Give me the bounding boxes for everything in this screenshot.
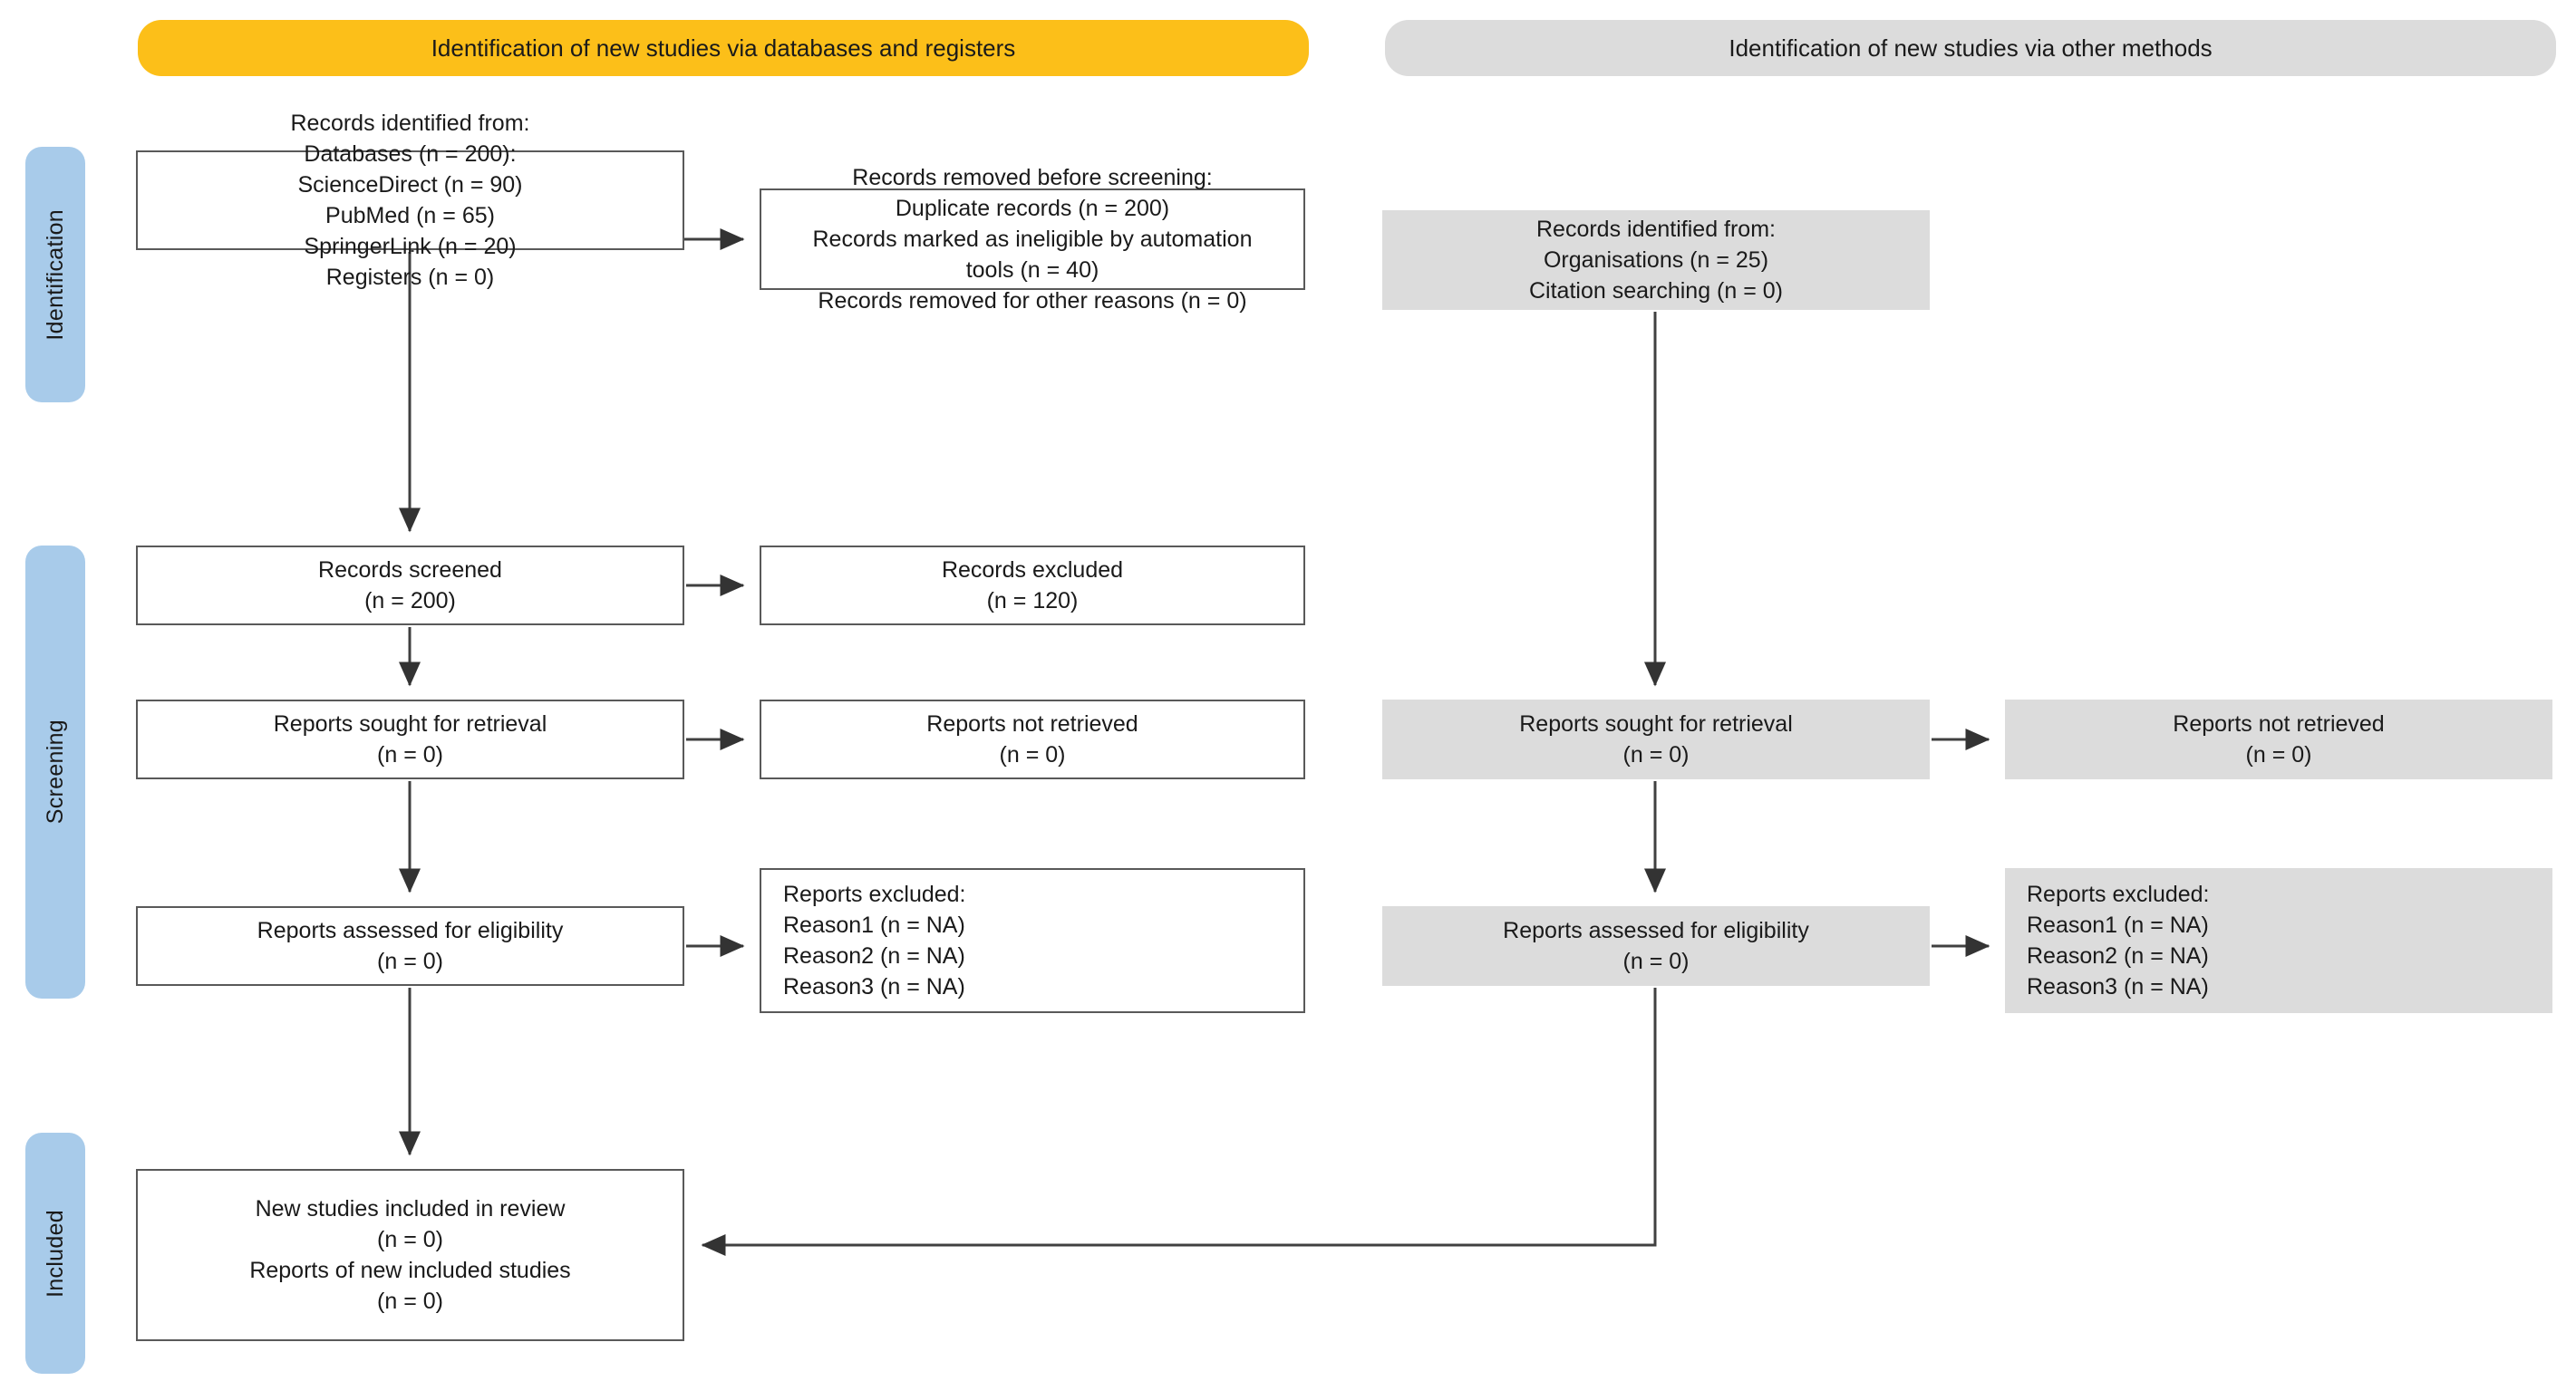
text-line: (n = 0) xyxy=(1622,742,1690,768)
text-line: PubMed (n = 65) xyxy=(325,203,495,228)
stage-label-screening: Screening xyxy=(42,719,68,825)
text-line: (n = 200) xyxy=(364,588,456,613)
text-line: (n = 0) xyxy=(377,742,443,768)
box-reports-excluded: Reports excluded: Reason1 (n = NA) Reaso… xyxy=(760,868,1305,1013)
text-line: ScienceDirect (n = 90) xyxy=(297,172,523,198)
text-line: Reports assessed for eligibility xyxy=(257,918,564,943)
box-reports-assessed-for-eligibility: Reports assessed for eligibility (n = 0) xyxy=(136,906,684,986)
banner-other-methods: Identification of new studies via other … xyxy=(1385,20,2556,76)
stage-label-included: Included xyxy=(42,1209,68,1298)
banner-databases-and-registers: Identification of new studies via databa… xyxy=(138,20,1309,76)
stage-pill-identification: Identification xyxy=(25,147,85,402)
box-records-identified-other-methods: Records identified from: Organisations (… xyxy=(1382,210,1930,310)
text-line: Records excluded xyxy=(941,557,1124,583)
text-line: tools (n = 40) xyxy=(965,257,1099,283)
text-line: Citation searching (n = 0) xyxy=(1528,278,1783,304)
text-line: Records removed before screening: xyxy=(852,165,1213,190)
text-line: Reason1 (n = NA) xyxy=(2027,913,2209,938)
box-reports-sought-for-retrieval: Reports sought for retrieval (n = 0) xyxy=(136,700,684,779)
text-line: (n = 0) xyxy=(1622,949,1690,974)
text-line: (n = 0) xyxy=(999,742,1066,768)
stage-pill-included: Included xyxy=(25,1133,85,1374)
text-line: Records identified from: xyxy=(290,111,530,136)
text-line: Organisations (n = 25) xyxy=(1543,247,1769,273)
text-line: Records marked as ineligible by automati… xyxy=(812,227,1253,252)
stage-pill-screening: Screening xyxy=(25,546,85,999)
text-line: (n = 0) xyxy=(377,949,443,974)
text-line: Reports sought for retrieval xyxy=(1519,711,1793,737)
text-line: (n = 0) xyxy=(377,1289,443,1314)
text-line: Reason1 (n = NA) xyxy=(783,913,965,938)
text-line: New studies included in review xyxy=(255,1196,566,1222)
box-records-removed-before-screening: Records removed before screening: Duplic… xyxy=(760,165,1305,314)
text-line: Reports excluded: xyxy=(2027,882,2210,907)
box-records-excluded: Records excluded (n = 120) xyxy=(760,546,1305,625)
text-line: Databases (n = 200): xyxy=(304,141,517,167)
text-line: Reports not retrieved xyxy=(926,711,1138,737)
text-line: Records removed for other reasons (n = 0… xyxy=(818,288,1247,314)
text-line: Reports excluded: xyxy=(783,882,966,907)
box-reports-not-retrieved-other: Reports not retrieved (n = 0) xyxy=(2005,700,2552,779)
text-line: Reason2 (n = NA) xyxy=(783,943,965,969)
text-line: Reason3 (n = NA) xyxy=(2027,974,2209,1000)
arrow-other-assessed-to-included xyxy=(701,988,1657,1256)
text-line: Duplicate records (n = 200) xyxy=(895,196,1170,221)
box-reports-excluded-other: Reports excluded: Reason1 (n = NA) Reaso… xyxy=(2005,868,2552,1013)
box-records-screened: Records screened (n = 200) xyxy=(136,546,684,625)
text-line: (n = 0) xyxy=(2245,742,2312,768)
text-line: SpringerLink (n = 20) xyxy=(304,234,517,259)
text-line: Reports sought for retrieval xyxy=(273,711,547,737)
stage-label-identification: Identification xyxy=(42,208,68,341)
text-line: Reports not retrieved xyxy=(2173,711,2385,737)
box-new-studies-included-in-review: New studies included in review (n = 0) R… xyxy=(136,1169,684,1341)
text-line: (n = 120) xyxy=(986,588,1079,613)
box-reports-not-retrieved: Reports not retrieved (n = 0) xyxy=(760,700,1305,779)
text-line: Reason2 (n = NA) xyxy=(2027,943,2209,969)
text-line: Registers (n = 0) xyxy=(325,265,495,290)
text-line: Reports of new included studies xyxy=(249,1258,571,1283)
text-line: (n = 0) xyxy=(377,1227,443,1252)
text-line: Reports assessed for eligibility xyxy=(1503,918,1809,943)
text-line: Records screened xyxy=(318,557,502,583)
text-line: Reason3 (n = NA) xyxy=(783,974,965,1000)
box-reports-assessed-for-eligibility-other: Reports assessed for eligibility (n = 0) xyxy=(1382,906,1930,986)
text-line: Records identified from: xyxy=(1535,217,1776,242)
box-reports-sought-for-retrieval-other: Reports sought for retrieval (n = 0) xyxy=(1382,700,1930,779)
box-records-identified-databases: Records identified from: Databases (n = … xyxy=(136,111,684,290)
